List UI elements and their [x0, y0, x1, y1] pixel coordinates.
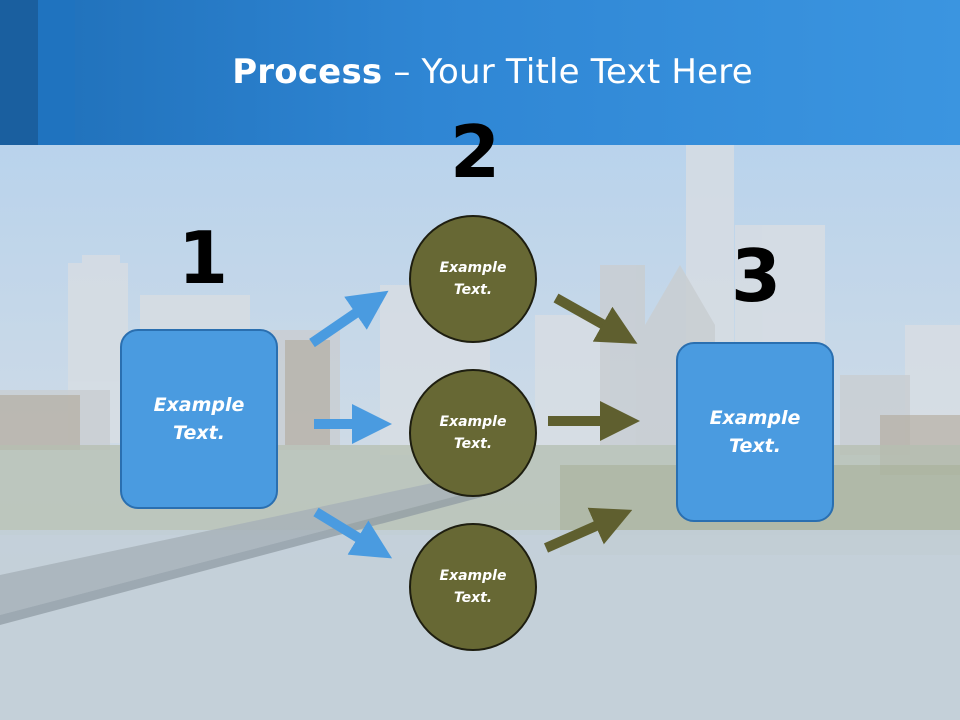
step-number-1[interactable]: 1: [178, 216, 229, 300]
circle-bottom[interactable]: Example Text.: [409, 523, 537, 651]
title-rest: – Your Title Text Here: [382, 52, 753, 92]
circle-top-text-line: Text.: [453, 282, 493, 298]
header-accent-stripe: [0, 0, 38, 145]
arrow-from-top-circle: [553, 293, 638, 344]
right-box-text-line: Example: [709, 406, 801, 429]
step-number-3[interactable]: 3: [731, 234, 782, 318]
circle-middle-text-line: Text.: [453, 436, 493, 452]
step-number-2[interactable]: 2: [450, 110, 501, 194]
circle-bottom-text-line: Text.: [453, 590, 493, 606]
circle-top[interactable]: Example Text.: [409, 215, 537, 343]
circle-middle-text-line: Example: [439, 413, 507, 430]
left-process-box[interactable]: Example Text.: [120, 329, 278, 509]
header-band: [0, 0, 960, 145]
circle-middle[interactable]: Example Text.: [409, 369, 537, 497]
circle-bottom-text-line: Example: [439, 567, 507, 584]
arrow-to-top-circle: [309, 290, 389, 348]
right-process-box[interactable]: Example Text.: [676, 342, 834, 522]
arrow-to-bottom-circle: [313, 507, 393, 559]
header-accent-stripe: [38, 0, 75, 145]
right-box-text-line: Text.: [729, 435, 781, 457]
slide-title[interactable]: Process – Your Title Text Here: [0, 52, 960, 92]
arrow-from-bottom-circle: [543, 507, 633, 553]
left-box-text-line: Example: [153, 393, 245, 416]
title-bold: Process: [232, 52, 383, 92]
circle-top-text-line: Example: [439, 259, 507, 276]
left-box-text-line: Text.: [173, 422, 225, 444]
